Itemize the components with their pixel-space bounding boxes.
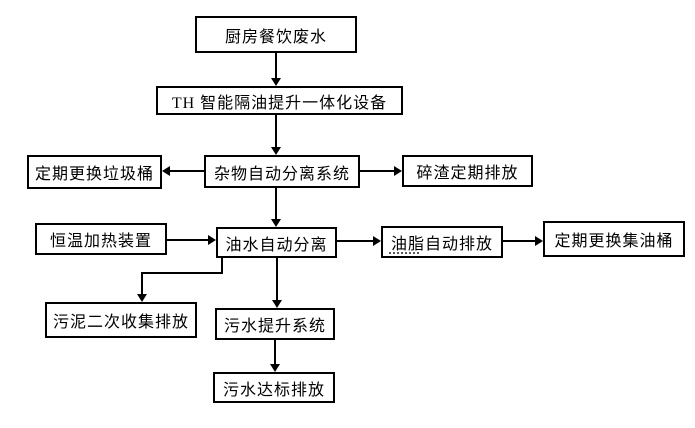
connector-grease-to-oilbarrel [503, 240, 536, 242]
arrowhead-down-icon [271, 219, 281, 227]
node-label: 污水提升系统 [223, 318, 326, 335]
node-label: 油脂自动排放 [390, 236, 493, 253]
node-grease-auto-discharge: 油脂自动排放 [381, 226, 503, 258]
node-label: 污水达标排放 [222, 381, 325, 399]
node-debris-auto-separation: 杂物自动分离系统 [204, 155, 360, 188]
connector-oilwater-to-grease [337, 240, 374, 242]
arrowhead-right-icon [373, 236, 381, 246]
connector-debris-to-residue [360, 170, 395, 172]
connector-heater-to-oilwater [167, 239, 209, 241]
connector-oilwater-to-lift [276, 258, 278, 301]
node-thermo-heating-device: 恒温加热装置 [35, 223, 167, 255]
arrowhead-right-icon [394, 166, 402, 176]
arrowhead-down-icon [137, 294, 147, 302]
node-oil-water-separation: 油水自动分离 [216, 227, 337, 258]
node-replace-oil-barrel: 定期更换集油桶 [543, 221, 685, 257]
node-sludge-secondary-collection: 污泥二次收集排放 [45, 302, 197, 338]
arrowhead-down-icon [270, 364, 280, 372]
connector-lift-to-outlet [274, 340, 276, 365]
node-label: 油水自动分离 [225, 236, 328, 254]
arrowhead-down-icon [271, 78, 281, 86]
node-label: TH 智能隔油提升一体化设备 [171, 94, 388, 112]
arrowhead-left-icon [162, 166, 170, 176]
spellcheck-dotted-underline [389, 252, 419, 254]
connector-debris-to-oilwater [275, 188, 277, 220]
node-sewage-lift-system: 污水提升系统 [215, 308, 335, 340]
arrowhead-right-icon [208, 235, 216, 245]
node-residue-discharge: 碎渣定期排放 [402, 155, 533, 187]
node-label: 污泥二次收集排放 [52, 314, 189, 331]
node-replace-trash-bin: 定期更换垃圾桶 [27, 155, 162, 189]
connector-kitchen-to-th [275, 53, 277, 79]
node-label: 碎渣定期排放 [416, 165, 519, 182]
node-sewage-standard-discharge: 污水达标排放 [213, 372, 335, 403]
node-kitchen-wastewater: 厨房餐饮废水 [195, 16, 357, 53]
connector-oilwater-to-sludge-seg2 [141, 272, 223, 274]
node-label: 定期更换集油桶 [554, 233, 674, 250]
arrowhead-down-icon [272, 300, 282, 308]
node-label: 定期更换垃圾桶 [34, 166, 154, 183]
arrowhead-down-icon [271, 147, 281, 155]
node-label: 恒温加热装置 [49, 233, 152, 250]
node-label: 杂物自动分离系统 [213, 165, 350, 183]
connector-oilwater-to-sludge-seg3 [141, 274, 143, 295]
node-label: 厨房餐饮废水 [224, 28, 327, 46]
node-th-integrated-device: TH 智能隔油提升一体化设备 [156, 86, 403, 115]
arrowhead-right-icon [535, 236, 543, 246]
connector-oilwater-to-sludge-seg1 [221, 258, 223, 274]
connector-debris-to-trash [170, 170, 205, 172]
connector-th-to-debris [275, 115, 277, 148]
